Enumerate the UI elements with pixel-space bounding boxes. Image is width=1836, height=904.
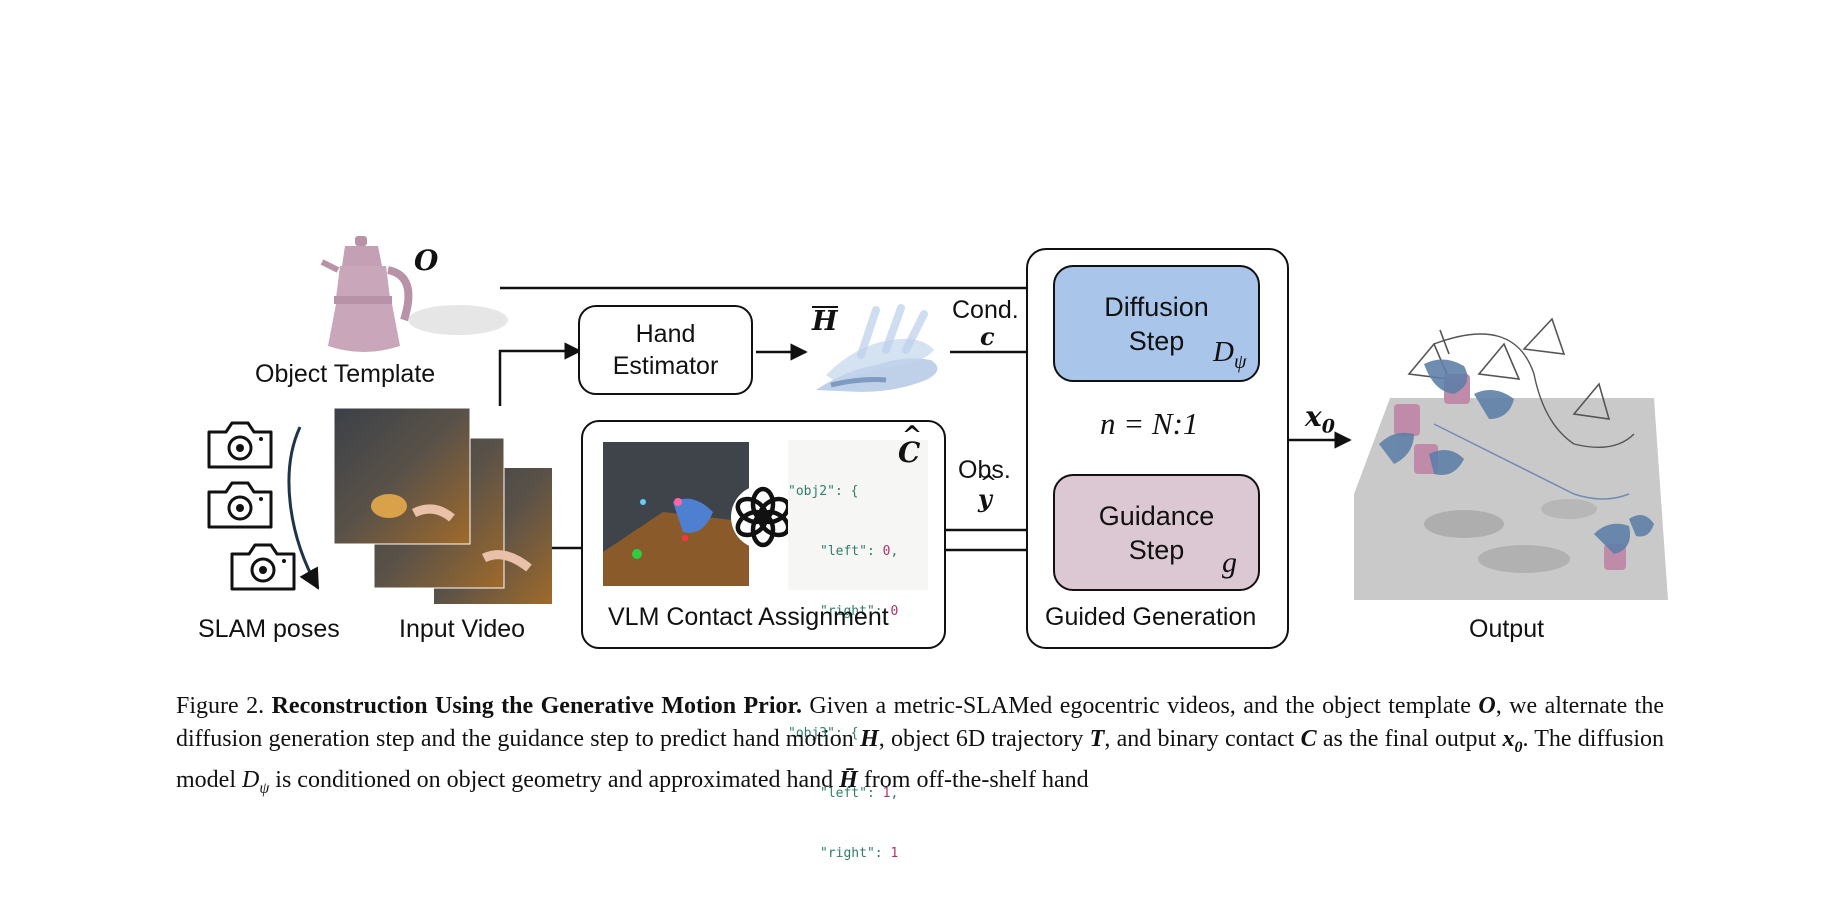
camera-icon xyxy=(207,481,273,529)
guided-generation-label: Guided Generation xyxy=(1045,603,1257,631)
code-obj2-right-value: 0 xyxy=(890,604,899,619)
camera-icon xyxy=(207,421,273,469)
cond-label: Cond. xyxy=(952,296,1019,324)
code-obj3-right-value: 1 xyxy=(890,846,899,861)
diffusion-step-box: Diffusion Step xyxy=(1053,265,1260,382)
caption-title: Reconstruction Using the Generative Moti… xyxy=(271,693,802,719)
code-obj3-key: "obj3": { xyxy=(788,726,859,741)
vlm-contact-label: VLM Contact Assignment xyxy=(608,603,889,631)
slam-poses-label: SLAM poses xyxy=(198,615,340,643)
object-symbol: O xyxy=(414,244,439,277)
caption-figure-number: Figure 2. xyxy=(176,693,265,719)
code-obj2-right: "right": xyxy=(820,604,891,619)
output-label: Output xyxy=(1469,615,1545,643)
code-obj2-left-value: 0 xyxy=(882,544,891,559)
loop-counter: n = N:1 xyxy=(1100,406,1199,441)
input-video-label: Input Video xyxy=(399,615,526,643)
contact-hat-symbol: ^C xyxy=(898,420,923,469)
guidance-step-box: Guidance Step xyxy=(1053,474,1260,591)
vlm-frame-image xyxy=(603,442,749,586)
hand-bar-symbol: H xyxy=(812,306,838,337)
hand-estimator-box: Hand Estimator xyxy=(578,305,753,395)
output-render-image xyxy=(1354,317,1668,600)
input-video-frames xyxy=(334,408,552,604)
figure-caption: Figure 2. Reconstruction Using the Gener… xyxy=(176,693,1665,797)
code-obj2-key: "obj2": { xyxy=(788,484,859,499)
openai-logo-icon xyxy=(731,485,795,549)
diffusion-model-symbol: Dψ xyxy=(1213,336,1247,373)
obs-label: Obs. xyxy=(958,456,1011,484)
cond-c-symbol: c xyxy=(980,322,995,351)
code-obj3-right: "right": xyxy=(820,846,891,861)
object-template-label: Object Template xyxy=(255,360,436,388)
obs-y-symbol: ^y xyxy=(978,470,997,513)
x0-symbol: x0 xyxy=(1305,400,1335,438)
estimated-hands-image xyxy=(816,304,938,392)
object-template-teapot xyxy=(320,236,508,352)
code-obj2-left: "left": xyxy=(820,544,883,559)
guidance-symbol: g xyxy=(1222,546,1237,579)
camera-icon xyxy=(230,543,296,591)
